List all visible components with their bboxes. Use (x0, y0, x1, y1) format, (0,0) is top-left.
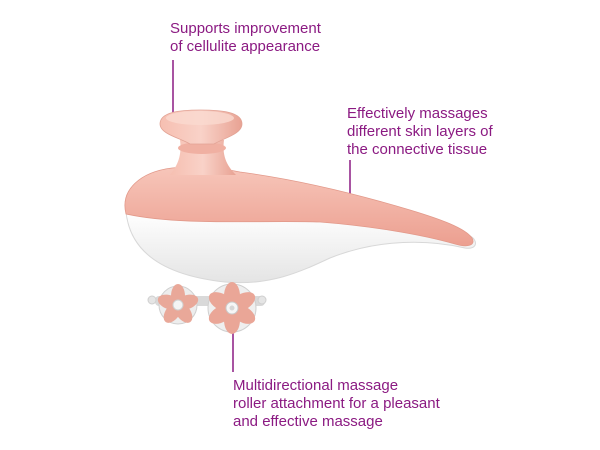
roller-right (207, 282, 257, 334)
callout-skin-layers: Effectively massages different skin laye… (347, 105, 493, 159)
roller-left (157, 284, 199, 325)
callout-roller-attachment: Multidirectional massage roller attachme… (233, 377, 440, 431)
callout-text-line: roller attachment for a pleasant (233, 395, 440, 412)
callout-text-line: Multidirectional massage (233, 377, 399, 394)
callout-text-line: different skin layers of (347, 123, 493, 140)
callout-text-line: and effective massage (233, 413, 383, 430)
callout-text-line: Supports improvement (170, 20, 321, 37)
callout-text-line: of cellulite appearance (170, 38, 321, 55)
knob-top-highlight (166, 111, 234, 125)
callout-cellulite: Supports improvement of cellulite appear… (170, 20, 321, 56)
callout-text-line: Effectively massages (347, 105, 488, 122)
knob-collar (178, 142, 226, 154)
callout-text-line: the connective tissue (347, 141, 488, 158)
roller-attachment (147, 282, 267, 334)
